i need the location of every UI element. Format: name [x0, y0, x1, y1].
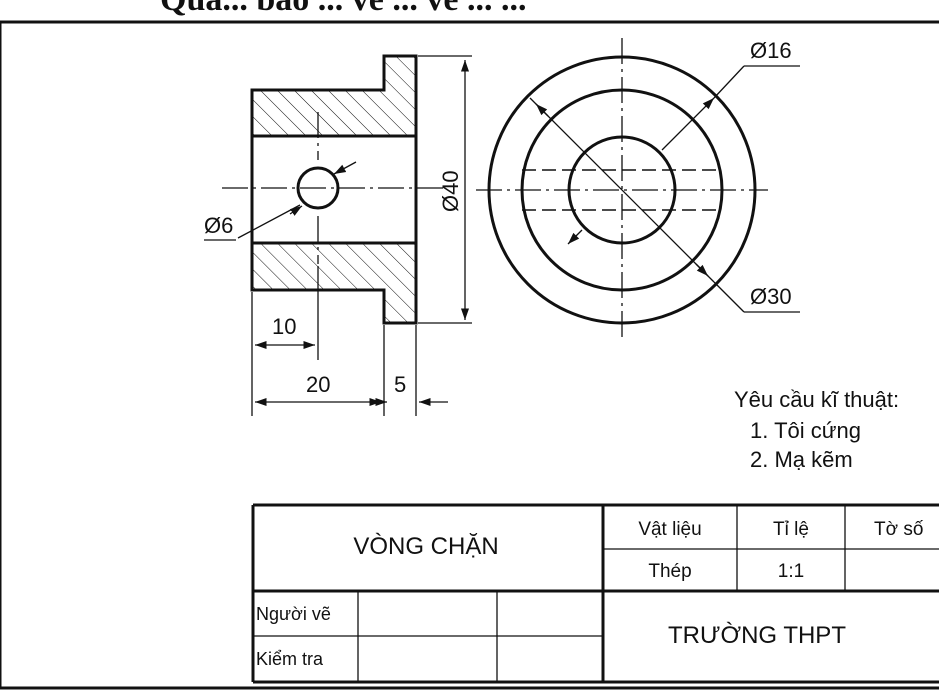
- technical-requirements: Yêu cầu kĩ thuật: 1. Tôi cứng 2. Mạ kẽm: [734, 387, 899, 472]
- material-value: Thép: [648, 561, 691, 582]
- dim-len20: 20: [306, 372, 330, 397]
- dim-d16: Ø16: [750, 38, 792, 63]
- dim-d40: Ø40: [438, 170, 463, 212]
- header-fragment: Qua... bao ... ve ... ve ... ...: [160, 0, 526, 18]
- drawn-by-label: Người vẽ: [256, 604, 331, 624]
- dim-len10: 10: [272, 314, 296, 339]
- section-outline: [250, 54, 418, 325]
- material-label: Vật liệu: [638, 519, 701, 540]
- dim-d6: Ø6: [204, 213, 233, 238]
- dim-len5: 5: [394, 372, 406, 397]
- checked-by-label: Kiểm tra: [256, 649, 324, 669]
- hatch-lower: [252, 243, 416, 323]
- section-view: Ø6 Ø40 10 20 5: [204, 54, 472, 416]
- requirements-title: Yêu cầu kĩ thuật:: [734, 387, 899, 412]
- title-block: VÒNG CHẶN Vật liệu Thép Tỉ lệ 1:1 Tờ số …: [251, 503, 939, 684]
- drawing-frame: [0, 20, 939, 690]
- hatch-upper: [252, 56, 416, 136]
- hole-circle: [296, 166, 340, 210]
- sheet-label: Tờ số: [874, 519, 924, 540]
- requirement-item-1: 1. Tôi cứng: [750, 418, 861, 443]
- school-name: TRƯỜNG THPT: [668, 622, 846, 649]
- part-name: VÒNG CHẶN: [353, 533, 498, 560]
- side-view: Ø16 Ø30: [476, 38, 800, 340]
- scale-label: Tỉ lệ: [773, 519, 809, 540]
- scale-value: 1:1: [778, 561, 804, 582]
- requirement-item-2: 2. Mạ kẽm: [750, 447, 853, 472]
- dim-d30: Ø30: [750, 284, 792, 309]
